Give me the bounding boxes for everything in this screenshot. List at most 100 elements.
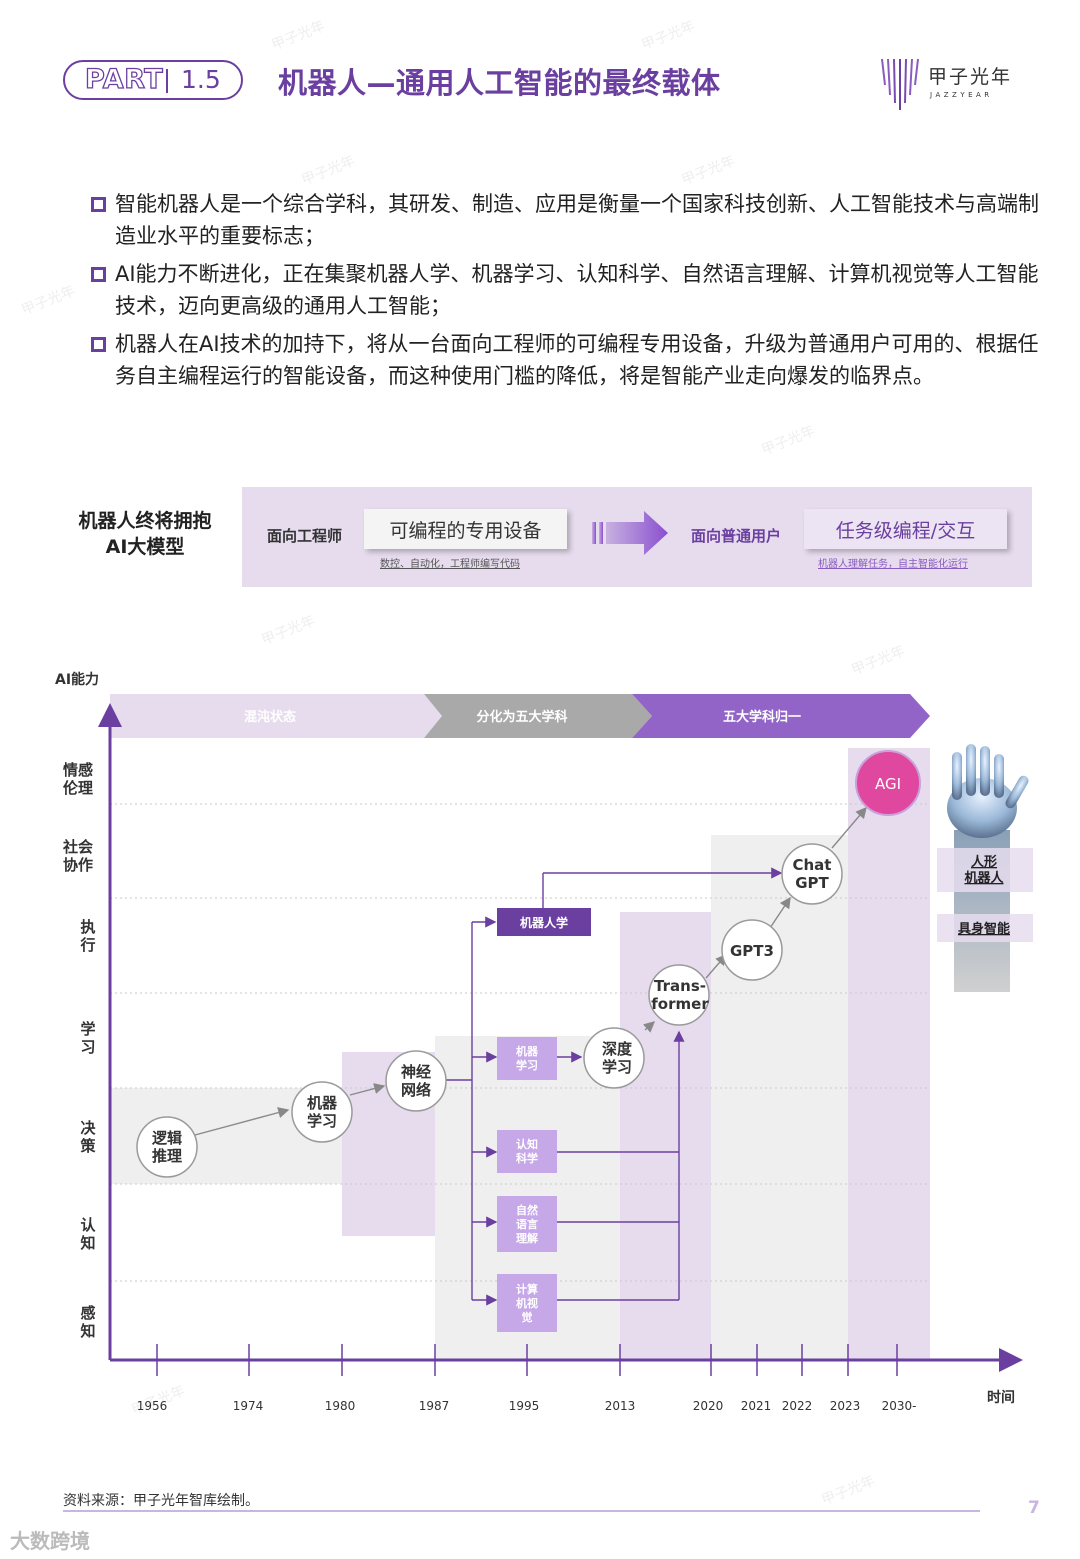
logo-text-cn: 甲子光年 xyxy=(928,66,1013,88)
bullet-list: 智能机器人是一个综合学科，其研发、制造、应用是衡量一个国家科技创新、人工智能技术… xyxy=(88,188,1058,394)
watermark-text: 甲子光年 xyxy=(269,18,328,54)
cog-discipline-label: 认知科学 xyxy=(516,1137,538,1165)
progress-arrows xyxy=(194,806,867,1136)
node-neural-network xyxy=(385,1050,447,1112)
box-programmable-device: 可编程的专用设备 xyxy=(364,509,567,549)
phase-label-unify: 五大学科归一 xyxy=(723,709,801,725)
node-gpt3 xyxy=(721,919,783,981)
year-label: 2023 xyxy=(830,1399,861,1413)
y-label-cognition: 认知 xyxy=(80,1216,96,1252)
bullet-text: AI能力不断进化，正在集聚机器人学、机器学习、认知科学、自然语言理解、计算机视觉… xyxy=(115,262,1039,318)
node-logic-reasoning xyxy=(136,1116,198,1178)
year-label: 1980 xyxy=(325,1399,356,1413)
year-label: 1987 xyxy=(419,1399,450,1413)
label-ordinary-user: 面向普通用户 xyxy=(691,527,782,545)
watermark-text: 甲子光年 xyxy=(639,18,698,54)
page-number: 7 xyxy=(1028,1498,1040,1518)
year-label: 1956 xyxy=(137,1399,168,1413)
cv-discipline-box xyxy=(497,1274,557,1332)
ml-discipline-label: 机器学习 xyxy=(516,1044,539,1072)
sub-task-level: 机器人理解任务，自主智能化运行 xyxy=(818,559,968,570)
watermark-text: 甲子光年 xyxy=(19,283,78,319)
part-divider xyxy=(166,69,168,93)
year-label: 1974 xyxy=(233,1399,264,1413)
square-bullet-icon xyxy=(91,267,106,282)
node-agi xyxy=(855,750,921,816)
phase-chaos-chevron xyxy=(110,694,442,738)
source-note: 资料来源：甲子光年智库绘制。 xyxy=(63,1493,259,1509)
phase-split-chevron xyxy=(424,694,652,738)
y-label-emotion: 情感伦理 xyxy=(63,761,93,797)
x-axis-title: 时间 xyxy=(987,1389,1015,1406)
discipline-boxes xyxy=(497,1037,557,1332)
y-label-decide: 决策 xyxy=(79,1119,96,1155)
banner-left-title: 机器人终将拥抱AI大模型 xyxy=(78,510,212,558)
humanoid-label: 人形机器人 xyxy=(964,854,1004,886)
node-logic-label: 逻辑推理 xyxy=(152,1129,182,1165)
y-level-labels: 情感伦理 社会协作 执行 学习 决策 认知 感知 xyxy=(62,761,97,1340)
year-label: 2020 xyxy=(693,1399,724,1413)
watermark-text: 甲子光年 xyxy=(819,1473,878,1509)
node-transformer xyxy=(648,964,710,1026)
node-nn-label: 神经网络 xyxy=(401,1063,431,1099)
robotics-label: 机器人学 xyxy=(520,915,568,930)
bullet-item: 智能机器人是一个综合学科，其研发、制造、应用是衡量一个国家科技创新、人工智能技术… xyxy=(88,188,1058,252)
sub-programmable-device: 数控、自动化，工程师编写代码 xyxy=(380,559,520,570)
discipline-tree xyxy=(446,867,783,1306)
box-task-level: 任务级编程/交互 xyxy=(804,509,1007,549)
band-2030 xyxy=(848,748,930,1360)
square-bullet-icon xyxy=(91,337,106,352)
embodied-label: 具身智能 xyxy=(958,921,1010,937)
watermark-text: 甲子光年 xyxy=(299,153,358,189)
y-label-execute: 执行 xyxy=(79,918,95,954)
phase-unify-chevron xyxy=(632,694,930,738)
evolution-banner: 面向工程师 可编程的专用设备 数控、自动化，工程师编写代码 面向普通用户 任务级… xyxy=(242,487,1032,587)
right-arrow-icon xyxy=(592,511,668,555)
phase-label-split: 分化为五大学科 xyxy=(476,709,567,725)
brand-logo: 甲子光年 JAZZYEAR xyxy=(878,55,1028,115)
node-agi-label: AGI xyxy=(875,775,901,793)
bullet-item: 机器人在AI技术的加持下，将从一台面向工程师的可编程专用设备，升级为普通用户可用… xyxy=(88,328,1058,392)
bullet-item: AI能力不断进化，正在集聚机器人学、机器学习、认知科学、自然语言理解、计算机视觉… xyxy=(88,258,1058,322)
year-label: 2021 xyxy=(741,1399,772,1413)
band-2020 xyxy=(711,835,848,1360)
year-label: 2013 xyxy=(605,1399,636,1413)
bullet-text: 机器人在AI技术的加持下，将从一台面向工程师的可编程专用设备，升级为普通用户可用… xyxy=(115,332,1039,388)
ai-evolution-diagram: 混沌状态 分化为五大学科 五大学科归一 AI能力 时间 情感伦理 社会协作 执行… xyxy=(55,671,1033,1413)
page-title: 机器人—通用人工智能的最终载体 xyxy=(278,66,721,100)
y-label-learn: 学习 xyxy=(80,1020,95,1056)
embodied-label-box xyxy=(937,914,1033,942)
corner-watermark: 大数跨境 xyxy=(10,1529,90,1553)
y-axis-title: AI能力 xyxy=(55,671,99,688)
part-number: 1.5 xyxy=(181,65,221,94)
ml-discipline-box xyxy=(497,1037,557,1080)
y-label-perception: 感知 xyxy=(80,1304,95,1340)
node-dl-label: 深度学习 xyxy=(602,1040,633,1076)
logo-text-en: JAZZYEAR xyxy=(930,91,993,99)
part-badge: PART 1.5 xyxy=(63,60,243,100)
label-engineer: 面向工程师 xyxy=(267,527,343,545)
cog-discipline-box xyxy=(497,1130,557,1173)
humanoid-label-box xyxy=(937,848,1033,892)
phase-label-chaos: 混沌状态 xyxy=(244,709,296,725)
footer-divider xyxy=(63,1510,980,1512)
node-machine-learning xyxy=(291,1081,353,1143)
y-label-social: 社会协作 xyxy=(62,838,93,874)
bullet-text: 智能机器人是一个综合学科，其研发、制造、应用是衡量一个国家科技创新、人工智能技术… xyxy=(115,192,1039,248)
year-label: 2030- xyxy=(882,1399,917,1413)
node-deep-learning xyxy=(583,1027,645,1089)
watermark-text: 甲子光年 xyxy=(679,153,738,189)
year-labels: 1956 1974 1980 1987 1995 2013 2020 2021 … xyxy=(137,1399,917,1413)
node-ml-label: 机器学习 xyxy=(307,1094,338,1130)
node-chatgpt xyxy=(781,843,843,905)
year-label: 1995 xyxy=(509,1399,540,1413)
node-transformer-label: Trans-former xyxy=(651,977,709,1013)
cv-discipline-label: 计算机视觉 xyxy=(516,1282,538,1324)
part-label: PART xyxy=(84,63,164,95)
watermark-text: 甲子光年 xyxy=(759,423,818,459)
nlp-discipline-label: 自然语言理解 xyxy=(516,1203,538,1245)
x-ticks xyxy=(156,1344,898,1376)
nlp-discipline-box xyxy=(497,1196,557,1252)
robotics-box xyxy=(497,908,591,936)
